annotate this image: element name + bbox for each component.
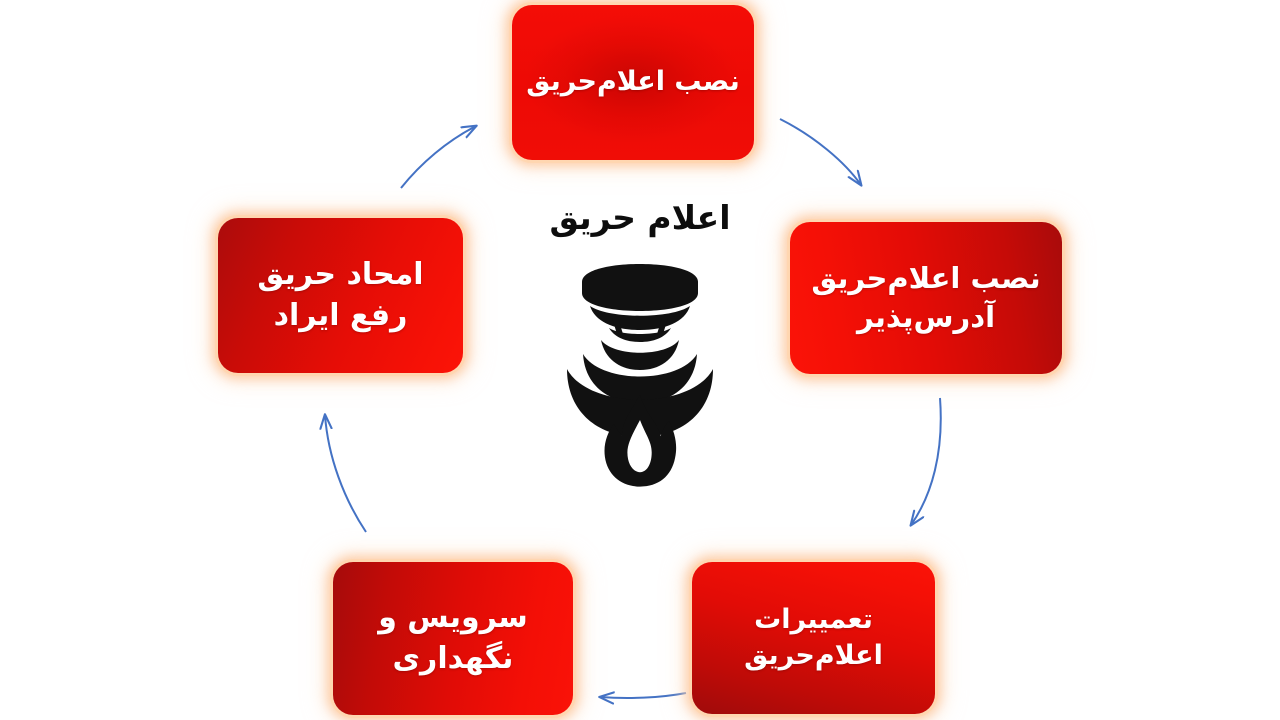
arrow-left-to-top xyxy=(400,126,476,189)
process-node-service-and-maintenance[interactable]: سرویس و نگهداری xyxy=(333,562,573,715)
process-node-fire-alarm-repairs[interactable]: تعمییرات اعلام‌حریق xyxy=(692,562,935,714)
node-label-line: اعلام‌حریق xyxy=(744,640,883,671)
node-label-line: سرویس و xyxy=(378,600,528,636)
diagram-title: اعلام حریق xyxy=(549,198,731,237)
node-label-line: تعمییرات xyxy=(754,603,873,635)
node-label-line: آدرس‌پذیر xyxy=(856,300,996,334)
node-label-line: امحاد حریق xyxy=(257,257,424,293)
smoke-detector-flame-icon xyxy=(567,264,713,487)
arrow-bottom-left-to-left xyxy=(325,415,367,533)
process-node-fire-rescue-troubleshooting[interactable]: امحاد حریق رفع ایراد xyxy=(218,218,463,373)
node-label-line: رفع ایراد xyxy=(273,297,408,333)
arrow-top-to-right xyxy=(779,118,861,185)
process-node-install-addressable-fire-alarm[interactable]: نصب اعلام‌حریق آدرس‌پذیر xyxy=(790,222,1062,374)
node-label-line: نصب اعلام‌حریق xyxy=(526,66,740,98)
node-label-line: نگهداری xyxy=(392,640,514,676)
arrow-bottom-right-to-bottom-left xyxy=(600,693,687,698)
process-node-install-fire-alarm[interactable]: نصب اعلام‌حریق xyxy=(512,5,754,160)
node-label-line: نصب اعلام‌حریق xyxy=(811,261,1041,296)
arrow-right-to-bottom-right xyxy=(911,397,942,525)
